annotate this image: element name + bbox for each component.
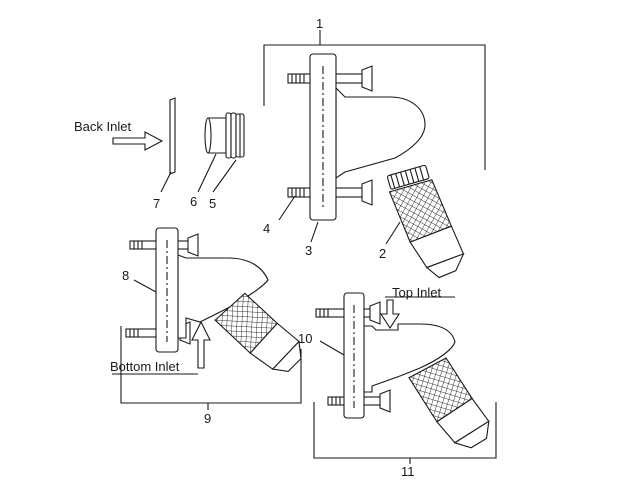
inlet-body-top (363, 323, 456, 393)
bolt-lower-head (379, 389, 391, 413)
gasket-7 (169, 97, 176, 175)
back-inlet-arrow (112, 131, 164, 151)
leader-lines (133, 153, 401, 356)
callout-9: 9 (204, 411, 211, 426)
o-ring-5a (225, 112, 232, 159)
bracket-1 (263, 44, 486, 170)
assembly-top-inlet (313, 292, 497, 464)
bracket-9 (120, 326, 302, 404)
top-inlet-label: Top Inlet (392, 285, 442, 300)
back-inlet-label: Back Inlet (74, 119, 131, 134)
leader-5 (212, 159, 237, 193)
bottom-inlet-label: Bottom Inlet (110, 359, 180, 374)
nozzle (214, 292, 302, 372)
leader-10 (319, 340, 345, 356)
bottom-inlet-arrow (191, 320, 211, 369)
top-inlet-arrow (379, 299, 401, 330)
assembly-bottom-inlet (112, 227, 302, 410)
callout-11: 11 (401, 464, 415, 479)
callout-7: 7 (153, 196, 160, 211)
callout-3: 3 (305, 243, 312, 258)
callout-1: 1 (316, 16, 323, 31)
leader-3 (310, 221, 319, 243)
inlet-body-back (335, 86, 426, 180)
bolt-upper-head (187, 233, 199, 257)
o-ring-5b (230, 112, 237, 159)
leader-8 (133, 279, 157, 293)
leader-4 (278, 195, 296, 221)
bolt-upper-head (369, 301, 381, 325)
nozzle (408, 357, 490, 449)
leader-7 (160, 171, 172, 193)
callout-2: 2 (379, 246, 386, 261)
callout-8: 8 (122, 268, 129, 283)
bracket-11 (313, 402, 497, 459)
inlet-body-bottom (177, 254, 269, 339)
leader-6 (197, 153, 217, 193)
callout-5: 5 (209, 196, 216, 211)
exploded-parts (112, 97, 245, 175)
bolt-lower-head (361, 179, 373, 206)
bolt-upper-head (361, 65, 373, 92)
assembly-back-inlet (263, 30, 486, 279)
callout-4: 4 (263, 221, 270, 236)
callout-6: 6 (190, 194, 197, 209)
nozzle-2 (386, 164, 465, 279)
callout-10: 10 (298, 331, 312, 346)
leader-2 (385, 221, 401, 245)
